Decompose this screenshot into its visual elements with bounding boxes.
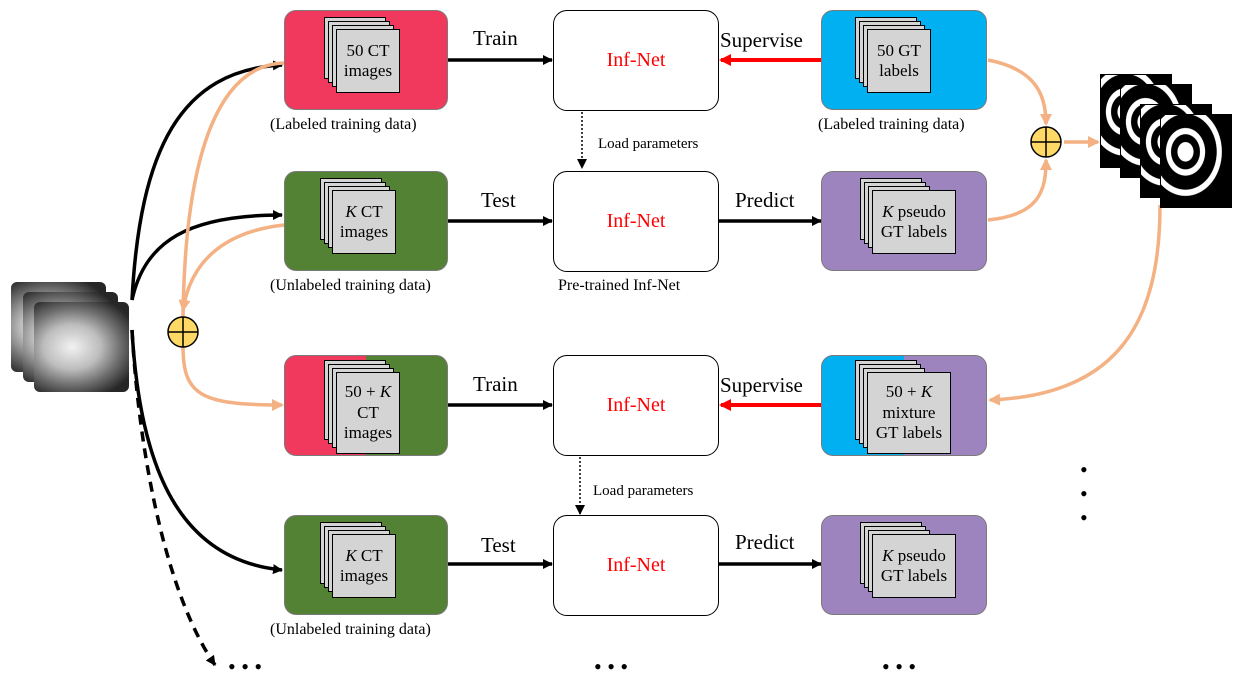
supervise-label-3: Supervise (720, 373, 803, 397)
test-label-2: Test (481, 188, 516, 212)
unlabeled-images-caption-2: (Unlabeled training data) (270, 621, 431, 638)
labeled-to-merge-arrow (181, 61, 285, 319)
input-to-stage2-arrow (130, 210, 283, 301)
input-to-stage4-arrow (130, 329, 283, 575)
ellipsis-center: • • • (594, 654, 629, 679)
unlabeled-to-merge-arrow (178, 223, 285, 312)
ellipsis-right: • • • (882, 654, 917, 679)
test-label-4: Test (481, 533, 516, 557)
unlabeled-images-caption: (Unlabeled training data) (270, 277, 431, 294)
merge-plus-icon-left (167, 316, 199, 348)
gt-labels-to-merge-arrow (987, 58, 1052, 126)
merge-to-mixed-images-arrow (181, 345, 284, 411)
vertical-ellipsis: • • • (1080, 457, 1088, 530)
inf-net-2: Inf-Net (553, 171, 719, 272)
ellipsis-left: • • • (228, 654, 263, 679)
pretrained-net-caption: Pre-trained Inf-Net (558, 277, 681, 294)
train-label-1: Train (473, 26, 518, 50)
load-params-label-1: Load parameters (598, 136, 699, 152)
input-to-next-stage-arrow (130, 329, 217, 666)
predict-label-2: Predict (735, 188, 795, 212)
supervise-label-1: Supervise (720, 28, 803, 52)
merge-plus-icon-right (1030, 126, 1062, 158)
inf-net-4: Inf-Net (553, 515, 719, 616)
infection-mask-image-4 (1160, 114, 1232, 208)
predict-label-4: Predict (735, 530, 795, 554)
load-params-label-2: Load parameters (593, 483, 694, 499)
labeled-images-caption: (Labeled training data) (270, 116, 417, 133)
input-to-stage1-arrow (130, 60, 283, 301)
inf-net-1: Inf-Net (553, 10, 719, 111)
gt-labels-caption: (Labeled training data) (818, 116, 965, 133)
train-label-3: Train (473, 372, 518, 396)
ct-scan-input-image-front (34, 302, 129, 392)
inf-net-3: Inf-Net (553, 355, 719, 456)
masks-to-mixture-labels-arrow (988, 204, 1162, 406)
pseudo-labels-to-merge-arrow (987, 158, 1052, 222)
